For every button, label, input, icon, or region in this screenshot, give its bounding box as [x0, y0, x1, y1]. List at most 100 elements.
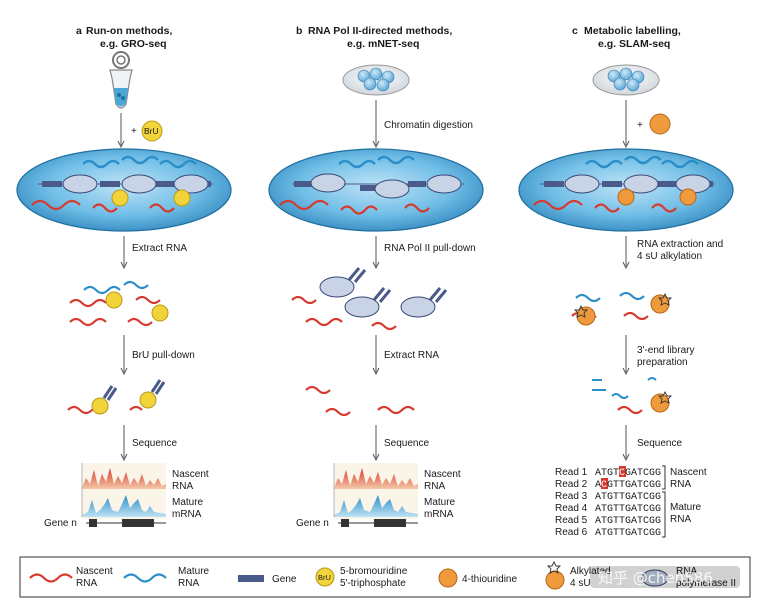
svg-text:Nascent: Nascent [76, 566, 113, 577]
svg-text:Nascent: Nascent [424, 469, 461, 480]
svg-text:3′-end library: 3′-end library [637, 345, 694, 356]
svg-text:a: a [76, 25, 82, 37]
svg-text:Mature: Mature [172, 497, 204, 508]
svg-text:RNA: RNA [178, 578, 199, 589]
svg-text:Read 1: Read 1 [555, 467, 588, 478]
legend-bru: BrU 5-bromouridine 5′-triphosphate [315, 566, 408, 589]
extract-rna-step-a: Extract RNA [120, 236, 187, 270]
svg-text:RNA: RNA [76, 578, 97, 589]
culture-dish-icon-b [342, 64, 410, 96]
svg-text:4 sU alkylation: 4 sU alkylation [637, 251, 702, 262]
library-prep-step-c: 3′-end library preparation [622, 335, 694, 376]
svg-text:ATGTTGATCGG: ATGTTGATCGG [595, 528, 661, 539]
bru-pulldown-step-a: BrU pull-down [120, 335, 195, 376]
coverage-tracks-a: Nascent RNA Mature mRNA Gene n [44, 463, 209, 529]
legend-mature-rna: Mature RNA [123, 566, 210, 589]
svg-text:Extract RNA: Extract RNA [132, 243, 187, 254]
svg-text:Mature: Mature [670, 502, 702, 513]
sample-tube-icon [109, 51, 133, 109]
svg-text:Metabolic labelling,: Metabolic labelling, [584, 25, 681, 37]
svg-text:e.g. SLAM-seq: e.g. SLAM-seq [598, 38, 670, 50]
legend-4-thiouridine: 4-thiouridine [438, 568, 517, 588]
panel-b-title: b RNA Pol II-directed methods, e.g. mNET… [296, 25, 452, 50]
svg-text:+: + [637, 120, 643, 131]
coverage-tracks-b: Nascent RNA Mature mRNA Gene n [296, 463, 461, 529]
svg-text:RNA: RNA [172, 481, 193, 492]
svg-text:ATGTTGATCGG: ATGTTGATCGG [595, 492, 661, 503]
svg-text:Sequence: Sequence [384, 438, 429, 449]
legend-rna-polymerase-ii: RNA polymerase II [641, 566, 736, 589]
extract-rna-step-b: Extract RNA [372, 335, 439, 376]
rna-extraction-step-c: RNA extraction and 4 sU alkylation [622, 236, 723, 270]
svg-text:Sequence: Sequence [637, 438, 682, 449]
svg-text:+: + [131, 126, 137, 137]
svg-text:mRNA: mRNA [424, 509, 454, 520]
svg-text:RNA Pol II pull-down: RNA Pol II pull-down [384, 243, 476, 254]
culture-dish-icon-c [592, 64, 660, 96]
svg-text:ATGTTGATCGG: ATGTTGATCGG [595, 504, 661, 515]
svg-text:Read 6: Read 6 [555, 527, 588, 538]
svg-text:RNA: RNA [670, 514, 691, 525]
legend-gene: Gene [238, 574, 297, 585]
alkylated-rna-c [571, 291, 673, 326]
svg-text:BrU: BrU [318, 573, 331, 582]
svg-text:Nascent: Nascent [172, 469, 209, 480]
panel-a-title: a Run-on methods, e.g. GRO-seq [76, 25, 172, 50]
cell-nucleus-a [16, 148, 232, 232]
chromatin-digestion-step: Chromatin digestion [372, 100, 473, 149]
svg-text:ATGTCGATCGG: ATGTCGATCGG [595, 468, 661, 479]
svg-text:Read 5: Read 5 [555, 515, 588, 526]
svg-text:e.g. mNET-seq: e.g. mNET-seq [347, 38, 419, 50]
svg-text:Gene n: Gene n [296, 518, 329, 529]
panel-c-title: c Metabolic labelling, e.g. SLAM-seq [572, 25, 681, 50]
extracted-rna-b [305, 385, 415, 417]
svg-text:Extract RNA: Extract RNA [384, 350, 439, 361]
sequence-step-c: Sequence [622, 425, 682, 462]
library-fragments-c [592, 377, 673, 415]
svg-text:RNA extraction and: RNA extraction and [637, 239, 723, 250]
legend-nascent-rna: Nascent RNA [29, 566, 113, 589]
svg-text:Gene: Gene [272, 574, 297, 585]
read-row: Read 3 ATGTTGATCGG [555, 491, 661, 503]
svg-text:Read 2: Read 2 [555, 479, 588, 490]
pulled-down-rna-a [67, 379, 166, 415]
svg-text:5-bromouridine: 5-bromouridine [340, 566, 408, 577]
svg-text:知乎 @chen586: 知乎 @chen586 [598, 569, 713, 587]
svg-text:c: c [572, 25, 578, 37]
svg-text:Mature: Mature [178, 566, 210, 577]
read-row: Read 5 ATGTTGATCGG [555, 515, 661, 527]
svg-text:Nascent: Nascent [670, 467, 707, 478]
read-row: Read 2 ACGTTGATCGG [555, 478, 661, 491]
polii-antibody-complexes-b [291, 267, 448, 331]
svg-text:RNA: RNA [670, 479, 691, 490]
svg-text:Chromatin digestion: Chromatin digestion [384, 120, 473, 131]
svg-text:Alkylated: Alkylated [570, 566, 611, 577]
cell-nucleus-b [268, 148, 484, 232]
svg-text:4-thiouridine: 4-thiouridine [462, 574, 517, 585]
svg-text:Run-on methods,: Run-on methods, [86, 25, 172, 37]
read-row: Read 6 ATGTTGATCGG [555, 527, 661, 539]
svg-text:ACGTTGATCGG: ACGTTGATCGG [595, 480, 661, 491]
svg-text:b: b [296, 25, 302, 37]
read-row: Read 1 ATGTCGATCGG [555, 466, 661, 479]
svg-text:polymerase II: polymerase II [676, 578, 736, 589]
plus-bru-step: + BrU [117, 113, 163, 149]
polii-pulldown-step-b: RNA Pol II pull-down [372, 236, 476, 270]
svg-text:BrU: BrU [144, 126, 159, 136]
read-row: Read 4 ATGTTGATCGG [555, 503, 661, 515]
svg-text:Read 3: Read 3 [555, 491, 588, 502]
svg-text:Mature: Mature [424, 497, 456, 508]
plus-4su-step: + [622, 100, 671, 149]
sequence-step-a: Sequence [120, 425, 177, 462]
extracted-rna-a [69, 280, 169, 327]
cell-nucleus-c [518, 148, 734, 232]
svg-text:ATGTTGATCGG: ATGTTGATCGG [595, 516, 661, 527]
svg-text:Gene n: Gene n [44, 518, 77, 529]
sequence-step-b: Sequence [372, 425, 429, 462]
legend-alkylated-4su: Alkylated 4 sU [545, 560, 611, 590]
sequencing-reads-c: Read 1 ATGTCGATCGG Read 2 ACGTTGATCGG Re… [555, 465, 707, 539]
svg-text:Read 4: Read 4 [555, 503, 588, 514]
svg-text:4 sU: 4 sU [570, 578, 591, 589]
svg-text:mRNA: mRNA [172, 509, 202, 520]
